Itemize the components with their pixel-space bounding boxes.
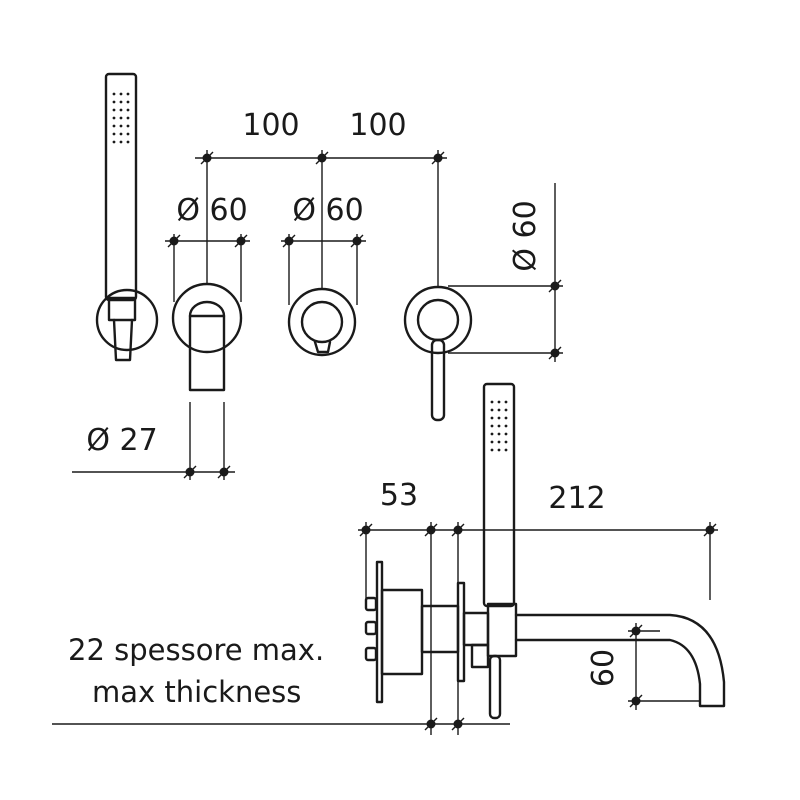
spout-diameter-dimension: Ø 27 — [72, 402, 235, 480]
diameter-dimension-2: Ø 60 — [281, 193, 366, 305]
spout-side — [462, 602, 726, 720]
spout-front — [171, 282, 243, 392]
diameter-dimension-1: Ø 60 — [165, 193, 250, 302]
valve-body-side — [364, 560, 466, 704]
diameter-dimension-3: Ø 60 — [448, 183, 563, 362]
side-horizontal-dimensions: 53 212 — [358, 478, 718, 735]
spacing-dimension: 100 100 — [195, 108, 447, 290]
diameter-label-3: Ø 60 — [508, 200, 543, 271]
spout-diameter-label: Ø 27 — [86, 423, 157, 458]
thickness-note: 22 spessore max. max thickness — [68, 633, 324, 709]
depth-label: 53 — [380, 478, 418, 513]
spacing-label-2: 100 — [349, 108, 406, 143]
side-view: 53 212 60 22 spessore max. max thickness — [52, 382, 726, 735]
thickness-note-line1: 22 spessore max. — [68, 633, 324, 667]
front-view: 100 100 Ø 60 Ø 60 — [72, 72, 563, 480]
spout-height-label: 60 — [586, 649, 621, 687]
spacing-label-1: 100 — [242, 108, 299, 143]
hand-shower-side — [482, 382, 516, 608]
diameter-label-1: Ø 60 — [176, 193, 247, 228]
diameter-label-2: Ø 60 — [292, 193, 363, 228]
spout-height-dimension: 60 — [586, 623, 700, 710]
hand-shower-front — [95, 72, 159, 362]
spout-length-label: 212 — [548, 481, 605, 516]
thickness-note-line2: max thickness — [92, 675, 301, 709]
shower-nozzle-dots — [112, 92, 130, 144]
shower-nozzle-dots-side — [490, 400, 508, 452]
diverter-front — [287, 287, 357, 357]
